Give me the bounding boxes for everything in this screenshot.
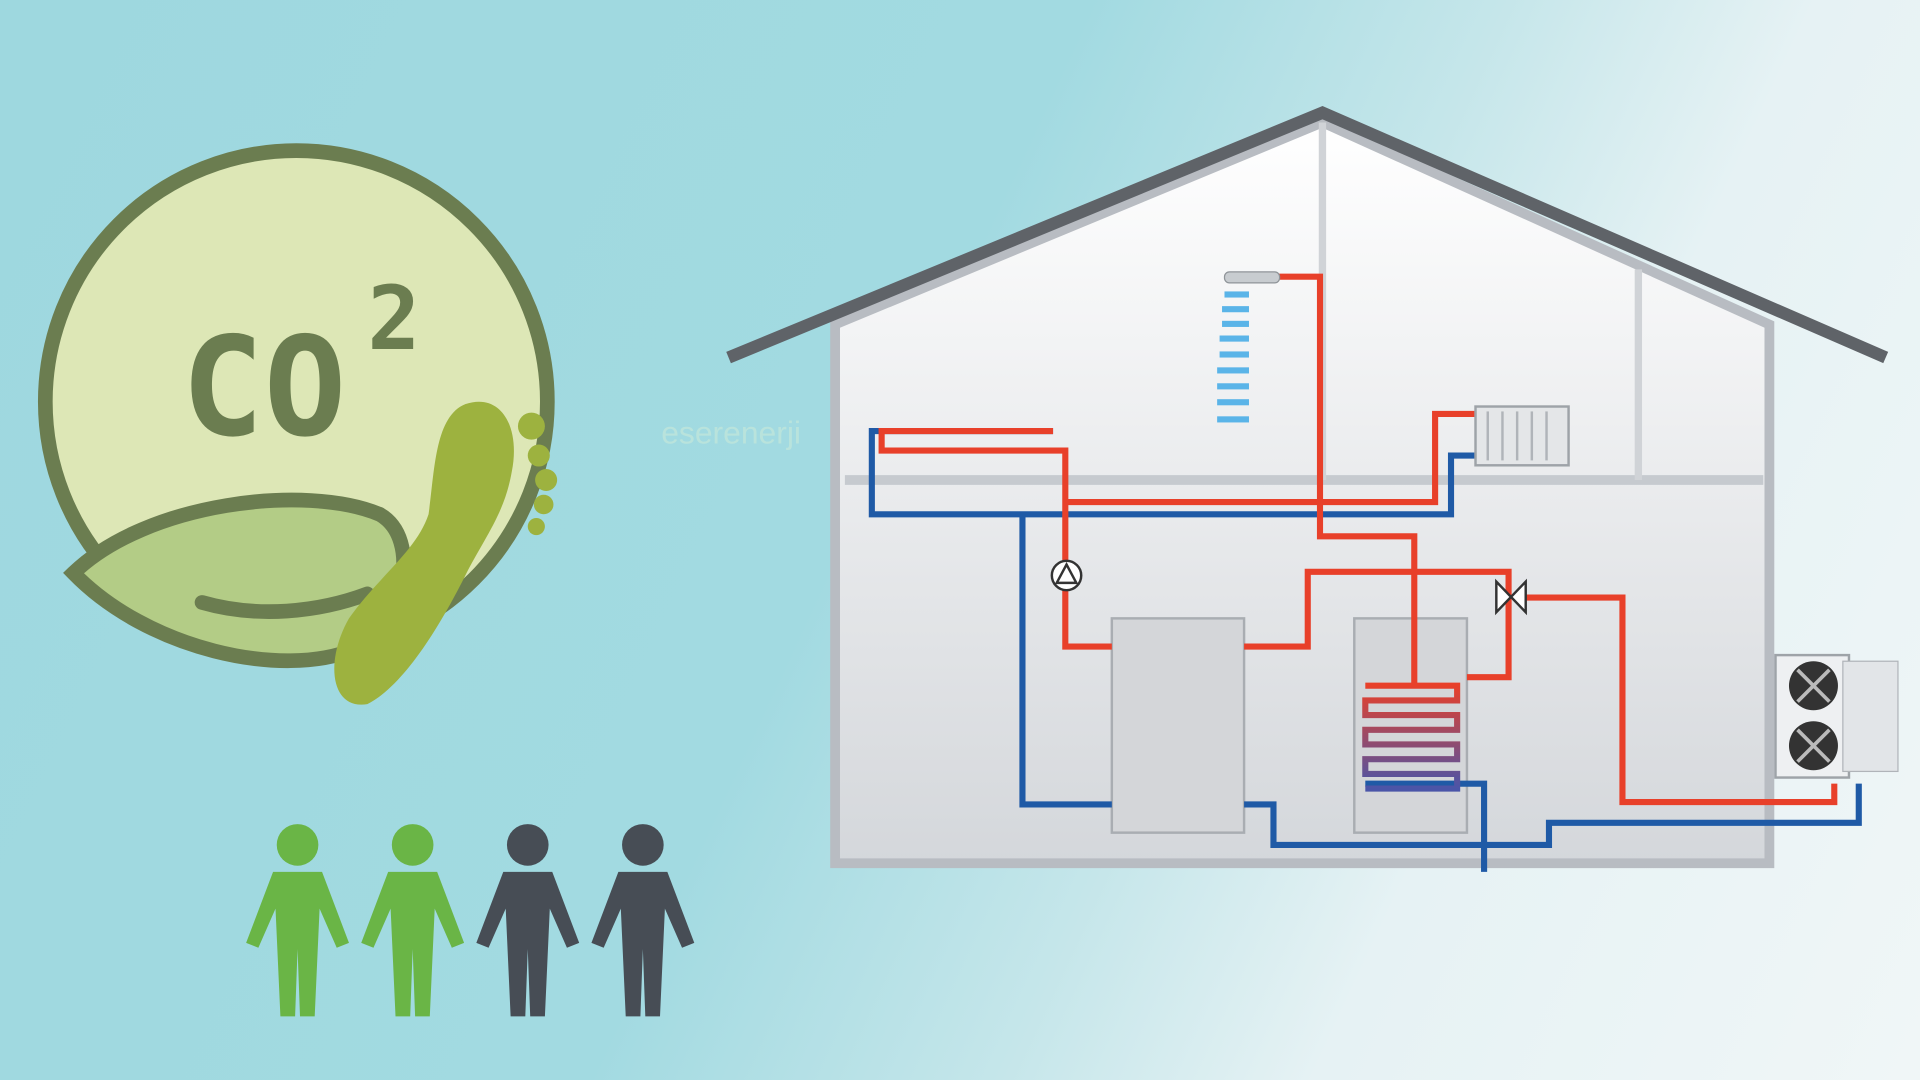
watermark: eserenerji bbox=[661, 414, 801, 450]
footprint-icon bbox=[334, 401, 558, 705]
co2-superscript: 2 bbox=[367, 267, 420, 370]
shower-water-icon bbox=[1217, 291, 1249, 423]
co2-footprint-badge: CO 2 bbox=[37, 143, 558, 705]
hot-pipes bbox=[878, 273, 1838, 806]
buffer-tank bbox=[1110, 617, 1246, 834]
house-wall bbox=[830, 117, 1775, 869]
heat-pump-house-diagram bbox=[726, 106, 1899, 872]
person-icon bbox=[476, 824, 580, 1017]
circulation-pump-icon bbox=[1050, 559, 1083, 592]
outdoor-heat-pump-unit bbox=[1774, 653, 1899, 779]
co2-text: CO bbox=[181, 309, 346, 468]
person-icon bbox=[591, 824, 695, 1017]
people-group bbox=[246, 824, 695, 1017]
person-icon bbox=[361, 824, 465, 1017]
heating-coil bbox=[1362, 682, 1461, 792]
three-way-valve-icon bbox=[1495, 578, 1527, 616]
roof bbox=[726, 106, 1889, 364]
hot-water-tank bbox=[1353, 617, 1469, 834]
leaf-vein bbox=[194, 586, 375, 619]
person-icon bbox=[246, 824, 349, 1017]
svg-text:eserenerji: eserenerji bbox=[661, 414, 801, 450]
shower-head-icon bbox=[1223, 271, 1281, 284]
radiator-icon bbox=[1474, 405, 1570, 467]
